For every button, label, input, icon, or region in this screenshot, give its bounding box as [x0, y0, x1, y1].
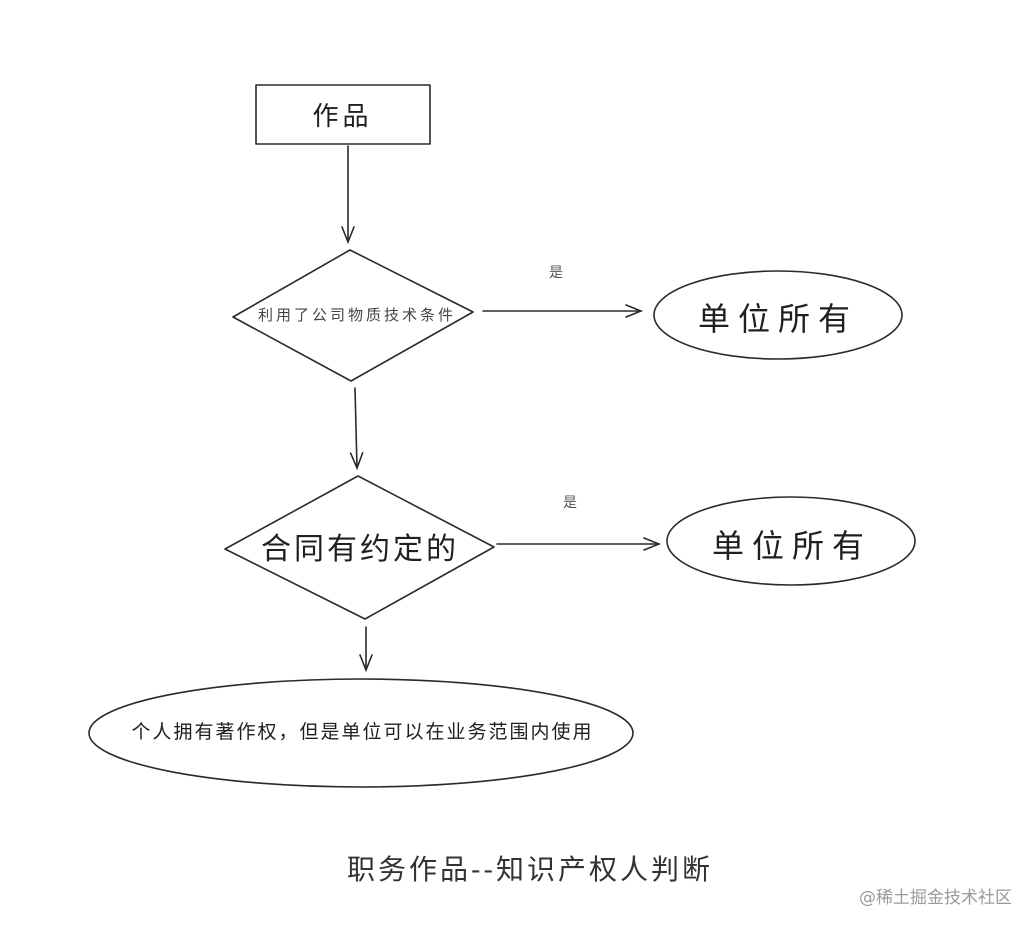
default-result-label: 个人拥有著作权，但是单位可以在业务范围内使用 [131, 720, 594, 743]
decision-1-label: 利用了公司物质技术条件 [257, 305, 456, 324]
result-1-ellipse [653, 270, 903, 360]
branch-yes-1-label: 是 [549, 265, 563, 281]
result-2-ellipse [666, 496, 916, 586]
watermark: @稀土掘金技术社区 [859, 887, 1012, 908]
decision-2-label: 合同有约定的 [261, 532, 459, 567]
branch-yes-2-label: 是 [563, 495, 577, 511]
start-node-label: 作品 [312, 101, 373, 132]
start-node-box [255, 84, 431, 145]
default-result-ellipse [88, 678, 634, 788]
decision-2-diamond [224, 475, 495, 620]
arrow-decision-1-to-decision-2 [355, 387, 357, 468]
diagram-caption: 职务作品--知识产权人判断 [347, 853, 713, 886]
result-1-label: 单位所有 [697, 300, 858, 338]
decision-1-diamond [232, 249, 474, 382]
result-2-label: 单位所有 [711, 527, 872, 565]
